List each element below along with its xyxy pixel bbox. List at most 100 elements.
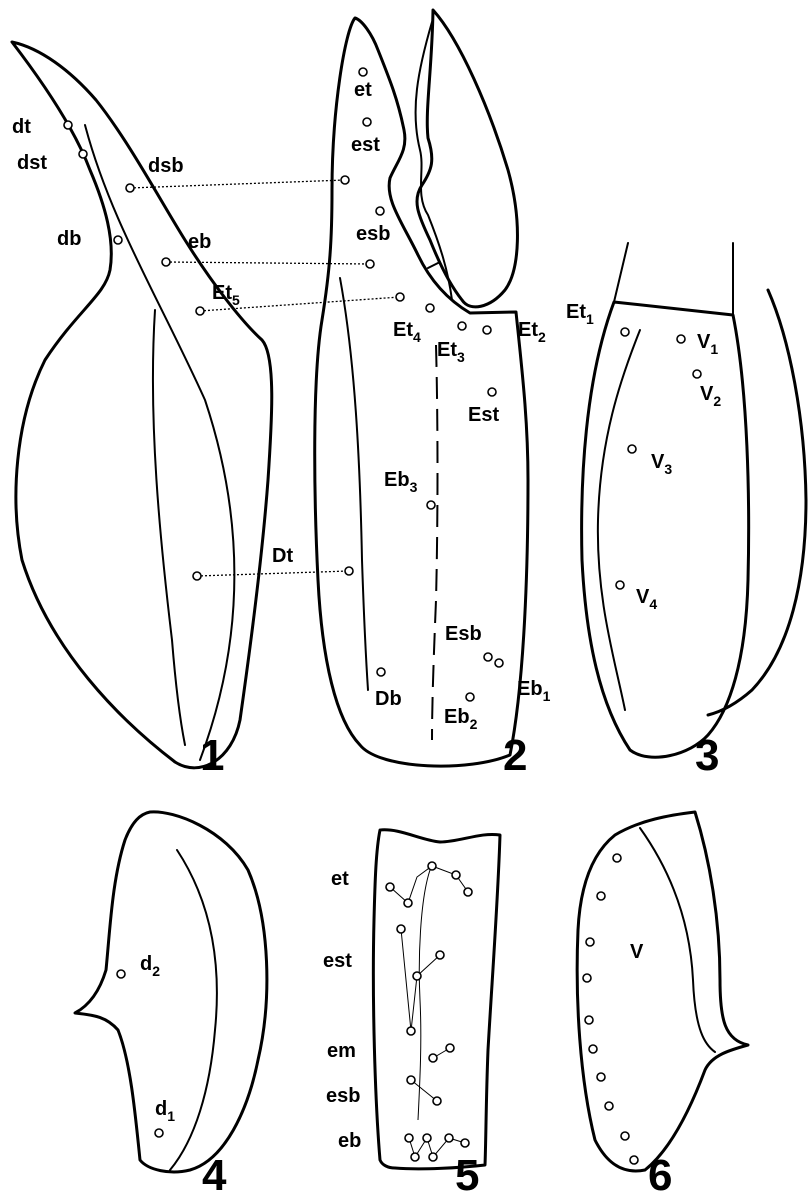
label-Est: Est bbox=[468, 404, 499, 426]
label-et1: Et1 bbox=[566, 301, 594, 327]
fig5-median-carina bbox=[418, 870, 430, 1120]
trichobothrium-fig5-et-2 bbox=[404, 899, 412, 907]
label-Esb: Esb bbox=[445, 623, 482, 645]
trichobothrium-fig2-dt bbox=[345, 567, 353, 575]
trichobothrium-Esb-1 bbox=[484, 653, 492, 661]
label-dsb: dsb bbox=[148, 155, 184, 177]
trichobothrium-v-3 bbox=[586, 938, 594, 946]
label-db: db bbox=[57, 228, 81, 250]
figure-2-chela: et est esb Et4 Et3 Et2 Est Eb3 Esb Eb1 E… bbox=[315, 10, 551, 780]
trichobothrium-fig5-eb-1 bbox=[405, 1134, 413, 1142]
figure-number-1: 1 bbox=[200, 731, 224, 780]
label-v2: V2 bbox=[700, 383, 721, 409]
guide-dt bbox=[197, 571, 349, 576]
trichobothrium-fig5-eb-4 bbox=[429, 1153, 437, 1161]
fig1-outline bbox=[12, 42, 272, 768]
trichobothrium-fig5-est-2 bbox=[436, 951, 444, 959]
fig3-base-line bbox=[614, 302, 733, 315]
label-et3: Et3 bbox=[437, 339, 465, 365]
trichobothrium-fig5-em-2 bbox=[429, 1054, 437, 1062]
fig3-outer-margin bbox=[708, 290, 806, 715]
fig2-finger-tick bbox=[428, 262, 440, 268]
trichobothrium-et bbox=[359, 68, 367, 76]
label-dt: dt bbox=[12, 116, 31, 138]
fig5-connecting-lines bbox=[390, 866, 468, 1157]
label-d1: d1 bbox=[155, 1098, 175, 1124]
trichobothrium-v1 bbox=[677, 335, 685, 343]
label-db-chela: Db bbox=[375, 688, 402, 710]
trichobothrium-v-1 bbox=[613, 854, 621, 862]
trichobothrium-Est bbox=[488, 388, 496, 396]
trichobothrium-v-8 bbox=[605, 1102, 613, 1110]
figure-4-patella-dorsal: d2 d1 4 bbox=[75, 812, 267, 1195]
fig4-inner-carina bbox=[170, 850, 217, 1170]
trichobothrium-dt bbox=[64, 121, 72, 129]
trichobothrium-et1 bbox=[621, 328, 629, 336]
fig3-inner-carina bbox=[598, 330, 640, 710]
trichobothrium-fig5-est-4 bbox=[407, 1027, 415, 1035]
figure-5-patella-external: et est em esb eb 5 bbox=[323, 830, 500, 1195]
fig3-finger-stub bbox=[614, 243, 628, 302]
figure-number-6: 6 bbox=[648, 1151, 672, 1195]
label-fig5-eb: eb bbox=[338, 1130, 361, 1152]
label-et2: Et2 bbox=[518, 319, 546, 345]
trichobothrium-fig2-et5 bbox=[396, 293, 404, 301]
trichobothrium-v3 bbox=[628, 445, 636, 453]
trichobothrium-fig5-et-4 bbox=[452, 871, 460, 879]
trichobothrium-fig2-eb bbox=[366, 260, 374, 268]
trichobothrium-v-9 bbox=[621, 1132, 629, 1140]
trichobothrium-fig5-eb-6 bbox=[461, 1139, 469, 1147]
trichobothrium-d2 bbox=[117, 970, 125, 978]
trichobothrium-et2 bbox=[483, 326, 491, 334]
trichobothrium-v4 bbox=[616, 581, 624, 589]
label-fig5-est: est bbox=[323, 950, 352, 972]
fig1-ventral-carina bbox=[153, 310, 185, 745]
fig6-inner-carina bbox=[640, 828, 715, 1052]
trichobothrium-et3 bbox=[458, 322, 466, 330]
trichobothrium-fig5-esb-1 bbox=[407, 1076, 415, 1084]
trichobothrium-eb bbox=[162, 258, 170, 266]
fig2-ventral-carina bbox=[340, 278, 368, 690]
trichobothrium-fig5-eb-5 bbox=[445, 1134, 453, 1142]
trichobothrium-fig2-dsb bbox=[341, 176, 349, 184]
fig2-movable-finger bbox=[417, 10, 518, 307]
figure-number-5: 5 bbox=[455, 1151, 479, 1195]
guide-eb bbox=[166, 262, 370, 264]
trichobothrium-v-10 bbox=[630, 1156, 638, 1164]
trichobothrium-v-2 bbox=[597, 892, 605, 900]
label-v3: V3 bbox=[651, 451, 672, 477]
trichobothrium-v-4 bbox=[583, 974, 591, 982]
trichobothrium-et4 bbox=[426, 304, 434, 312]
label-et4: Et4 bbox=[393, 319, 421, 345]
trichobothrium-fig5-em-1 bbox=[446, 1044, 454, 1052]
label-est: est bbox=[351, 134, 380, 156]
trichobothrium-fig5-eb-2 bbox=[411, 1153, 419, 1161]
trichobothrium-v-5 bbox=[585, 1016, 593, 1024]
figure-1-femur: dt dst dsb db eb Et5 Dt 1 bbox=[12, 42, 400, 780]
label-eb1: Eb1 bbox=[517, 678, 551, 704]
label-esb: esb bbox=[356, 223, 390, 245]
trichobothrium-est bbox=[363, 118, 371, 126]
trichobothrium-v2 bbox=[693, 370, 701, 378]
trichobothrium-et5 bbox=[196, 307, 204, 315]
label-dt-upper: Dt bbox=[272, 545, 293, 567]
label-fig5-et: et bbox=[331, 868, 349, 890]
label-v1: V1 bbox=[697, 331, 718, 357]
figure-number-3: 3 bbox=[695, 731, 719, 780]
guide-dsb bbox=[130, 180, 345, 188]
trichobothrium-v-6 bbox=[589, 1045, 597, 1053]
trichobothrium-esb bbox=[376, 207, 384, 215]
trichobothrium-eb2 bbox=[466, 693, 474, 701]
trichobothrium-fig5-eb-3 bbox=[423, 1134, 431, 1142]
fig1-trichobothria bbox=[64, 121, 204, 580]
trichobothrium-d1 bbox=[155, 1129, 163, 1137]
trichobothrium-fig5-et-1 bbox=[386, 883, 394, 891]
fig3-manus-outline bbox=[582, 302, 749, 757]
label-fig5-esb: esb bbox=[326, 1085, 360, 1107]
trichobothrium-fig5-est-3 bbox=[413, 972, 421, 980]
label-v4: V4 bbox=[636, 586, 657, 612]
trichobothrium-eb1 bbox=[495, 659, 503, 667]
figure-number-2: 2 bbox=[503, 731, 527, 780]
label-et5: Et5 bbox=[212, 282, 240, 308]
